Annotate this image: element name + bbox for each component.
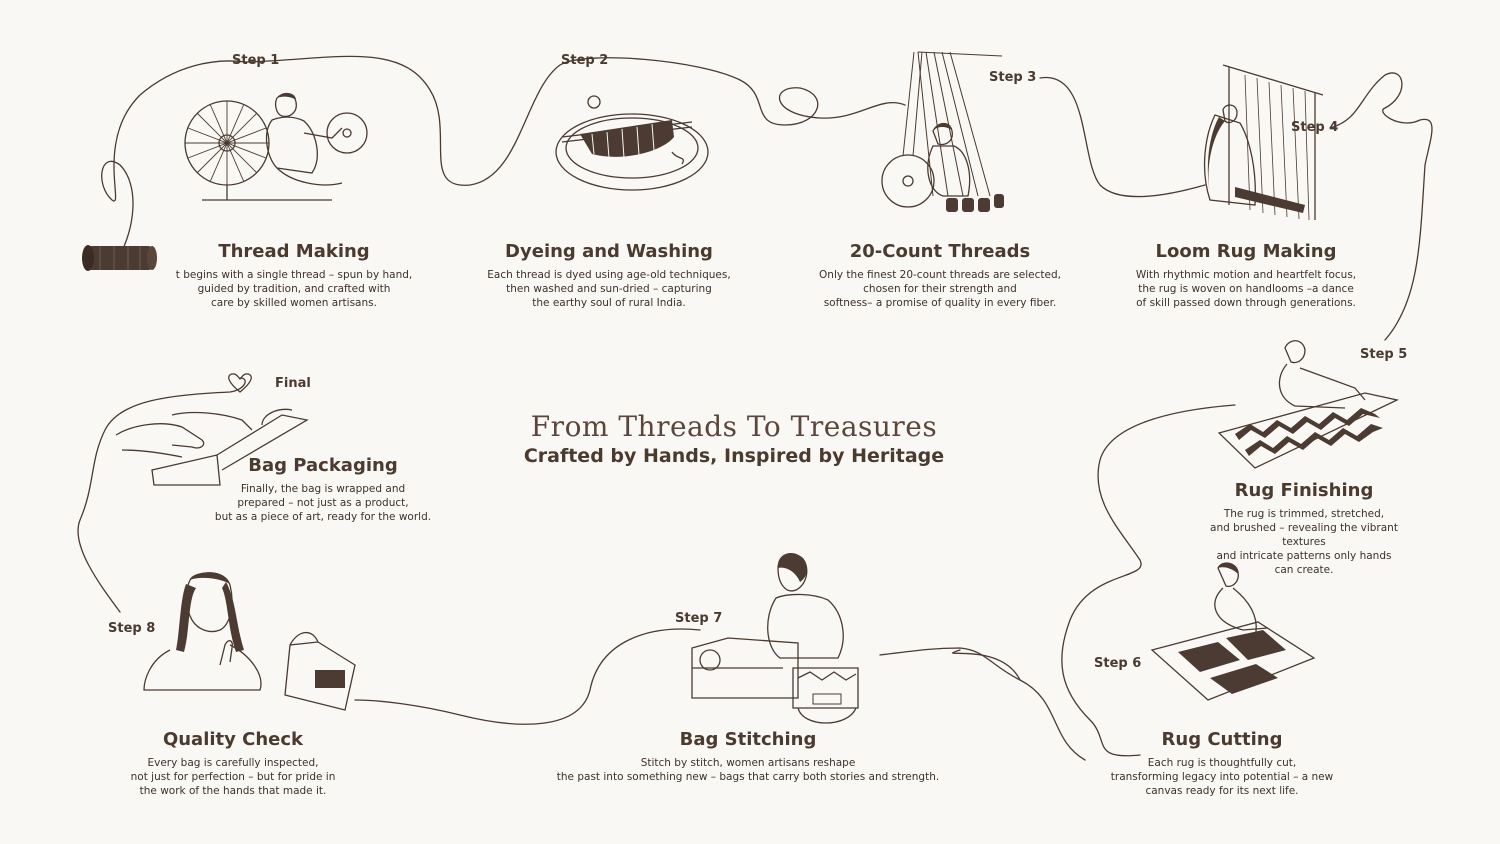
handloom-icon <box>1203 64 1324 221</box>
step-label-2: Step 2 <box>561 53 609 68</box>
step-title: Rug Cutting <box>1161 729 1283 750</box>
step-loom-rug-making: Loom Rug Making With rhythmic motion and… <box>1136 241 1356 310</box>
step-label-4: Step 4 <box>1291 120 1339 135</box>
step-rug-cutting: Rug Cutting Each rug is thoughtfully cut… <box>1111 729 1333 798</box>
center-heading: From Threads To Treasures Crafted by Han… <box>524 410 944 467</box>
step-label-5: Step 5 <box>1360 347 1408 362</box>
step-label-6: Step 6 <box>1094 656 1142 671</box>
step-title: Bag Packaging <box>248 455 398 476</box>
step-description: The rug is trimmed, stretched, and brush… <box>1210 508 1398 576</box>
rug-cutting-icon <box>1150 562 1316 701</box>
step-quality-check: Quality Check Every bag is carefully ins… <box>131 729 336 798</box>
step-description: Each rug is thoughtfully cut, transformi… <box>1110 757 1334 797</box>
dyeing-vat-icon <box>555 95 709 191</box>
rug-finishing-icon <box>1217 340 1399 469</box>
sewing-machine-icon <box>691 553 859 724</box>
step-title: Quality Check <box>162 729 304 750</box>
step-dyeing-washing: Dyeing and Washing Each thread is dyed u… <box>487 241 730 310</box>
step-description: With rhythmic motion and heartfelt focus… <box>1135 269 1357 309</box>
step-title: Dyeing and Washing <box>505 241 713 262</box>
step-thread-making: Thread Making t begins with a single thr… <box>176 241 413 310</box>
step-description: Stitch by stitch, women artisans reshape… <box>556 757 940 783</box>
step-label-final: Final <box>275 376 311 391</box>
step-title: Loom Rug Making <box>1155 241 1337 262</box>
thread-spool-icon <box>82 245 157 271</box>
step-20-count-threads: 20-Count Threads Only the finest 20-coun… <box>819 241 1061 310</box>
quality-check-icon <box>143 572 356 711</box>
step-bag-stitching: Bag Stitching Stitch by stitch, women ar… <box>557 729 939 784</box>
step-rug-finishing: Rug Finishing The rug is trimmed, stretc… <box>1206 480 1402 577</box>
page-subtitle: Crafted by Hands, Inspired by Heritage <box>523 445 945 467</box>
step-label-8: Step 8 <box>108 621 156 636</box>
step-bag-packaging: Bag Packaging Finally, the bag is wrappe… <box>215 455 431 524</box>
step-label-3: Step 3 <box>989 70 1037 85</box>
packaging-box-icon <box>115 408 309 486</box>
step-description: Finally, the bag is wrapped and prepared… <box>214 483 432 523</box>
spinning-wheel-icon <box>184 92 368 201</box>
step-description: Each thread is dyed using age-old techni… <box>487 269 731 309</box>
thread-winding-icon <box>881 51 1004 212</box>
step-label-1: Step 1 <box>232 53 280 68</box>
step-title: Rug Finishing <box>1234 480 1374 501</box>
step-description: Every bag is carefully inspected, not ju… <box>130 757 336 797</box>
step-title: Bag Stitching <box>679 729 817 750</box>
step-description: t begins with a single thread – spun by … <box>175 269 413 309</box>
step-title: Thread Making <box>218 241 370 262</box>
step-label-7: Step 7 <box>675 611 723 626</box>
step-description: Only the finest 20-count threads are sel… <box>819 269 1061 309</box>
step-title: 20-Count Threads <box>849 241 1031 262</box>
page-title: From Threads To Treasures <box>530 410 938 443</box>
